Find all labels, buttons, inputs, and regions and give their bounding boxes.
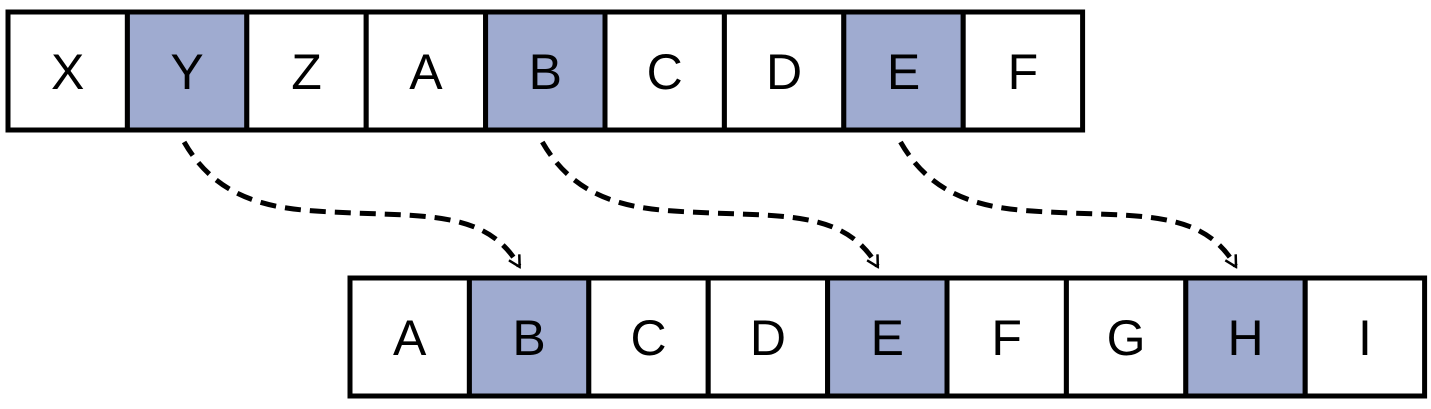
bottom-row-cell: B (466, 275, 592, 399)
top-row-cell-box (841, 9, 966, 133)
mapping-arrows (181, 140, 1238, 266)
bottom-row-cell: C (586, 275, 711, 399)
bottom-array-row: A B C D E F G H I (347, 275, 1428, 399)
top-row-cell: B (483, 9, 608, 133)
bottom-row-cell: D (705, 275, 831, 399)
top-row-cell-label: C (647, 44, 683, 100)
top-row-cell-label: B (529, 44, 562, 100)
bottom-row-cell-label: F (991, 310, 1022, 366)
bottom-row-cell-box (825, 275, 950, 399)
mapping-arrow (540, 140, 880, 266)
bottom-row-cell: A (347, 275, 472, 399)
top-row-cell-label: Y (170, 44, 203, 100)
top-row-cell-label: F (1008, 44, 1039, 100)
bottom-row-cell-label: H (1227, 310, 1263, 366)
top-row-cell-box (124, 9, 250, 133)
top-row-cell: Y (124, 9, 250, 133)
bottom-row-cell: F (944, 275, 1069, 399)
bottom-row-cell-box (1302, 275, 1428, 399)
top-row-cell-label: E (887, 44, 920, 100)
top-row-cell-label: A (409, 44, 443, 100)
bottom-row-cell-box (347, 275, 472, 399)
mapping-arrow (898, 140, 1238, 266)
top-row-cell-label: D (766, 44, 802, 100)
top-row-cell-label: X (51, 44, 84, 100)
bottom-row-cell: E (825, 275, 950, 399)
top-row-cell-box (483, 9, 608, 133)
top-row-cell: C (602, 9, 727, 133)
bottom-row-cell: I (1302, 275, 1428, 399)
top-row-cell: D (721, 9, 847, 133)
top-row-cell: A (363, 9, 489, 133)
top-row-cell-box (244, 9, 369, 133)
bottom-row-cell-box (1183, 275, 1308, 399)
bottom-row-cell-label: E (871, 310, 904, 366)
top-row-cell: Z (244, 9, 369, 133)
bottom-row-cell-label: A (393, 310, 427, 366)
top-row-cell: F (960, 9, 1086, 133)
bottom-row-cell-label: G (1107, 310, 1146, 366)
bottom-row-cell: H (1183, 275, 1308, 399)
bottom-row-cell-box (1063, 275, 1189, 399)
top-row-cell: E (841, 9, 966, 133)
bottom-row-cell-label: C (630, 310, 666, 366)
top-row-cell: X (5, 9, 130, 133)
bottom-row-cell-label: B (512, 310, 545, 366)
bottom-row-cell: G (1063, 275, 1189, 399)
top-row-cell-box (960, 9, 1086, 133)
top-row-cell-label: Z (291, 44, 322, 100)
mapping-arrow (181, 140, 522, 266)
top-row-cell-box (721, 9, 847, 133)
top-row-cell-box (5, 9, 130, 133)
bottom-row-cell-label: D (750, 310, 786, 366)
top-row-cell-box (602, 9, 727, 133)
bottom-row-cell-box (705, 275, 831, 399)
bottom-row-cell-box (586, 275, 711, 399)
bottom-row-cell-label: I (1358, 310, 1372, 366)
